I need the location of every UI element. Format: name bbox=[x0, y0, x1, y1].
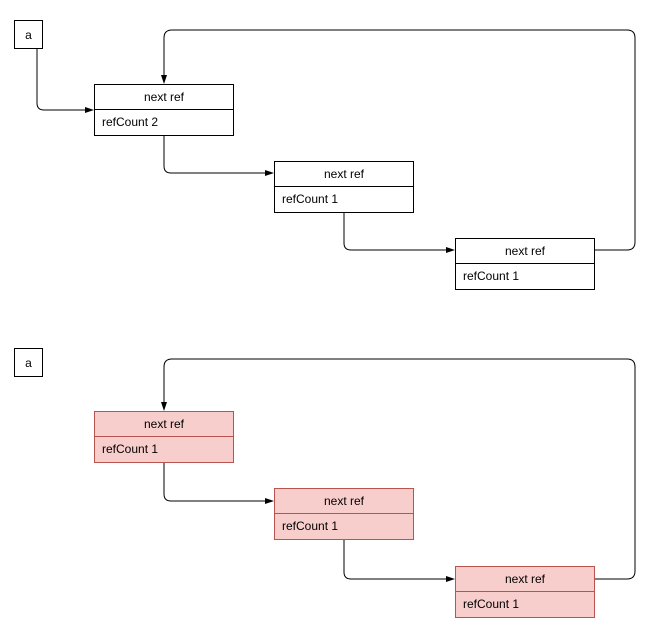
list-node-3-bottom: next ref refCount 1 bbox=[455, 566, 595, 618]
variable-box-a-top: a bbox=[14, 20, 43, 49]
edge-cycle-node3-to-node1-top bbox=[161, 29, 636, 251]
node-refcount-cell: refCount 1 bbox=[274, 514, 414, 540]
edge-node2-to-node3-bottom bbox=[343, 540, 455, 582]
node-refcount-cell: refCount 1 bbox=[455, 592, 595, 618]
list-node-3-top: next ref refCount 1 bbox=[455, 238, 595, 290]
edge-a-to-node1 bbox=[36, 49, 94, 113]
edge-node2-to-node3-top bbox=[343, 213, 455, 253]
node-next-cell: next ref bbox=[455, 238, 595, 264]
node-next-cell: next ref bbox=[94, 84, 234, 110]
variable-box-a-bottom: a bbox=[14, 348, 43, 377]
list-node-1-bottom: next ref refCount 1 bbox=[94, 411, 234, 463]
edge-cycle-node3-to-node1-bottom bbox=[161, 358, 636, 580]
node-refcount-cell: refCount 1 bbox=[94, 437, 234, 463]
node-next-cell: next ref bbox=[274, 161, 414, 187]
node-refcount-cell: refCount 2 bbox=[94, 110, 234, 136]
variable-label: a bbox=[25, 355, 32, 370]
node-refcount-cell: refCount 1 bbox=[274, 187, 414, 213]
list-node-1-top: next ref refCount 2 bbox=[94, 84, 234, 136]
node-next-cell: next ref bbox=[455, 566, 595, 592]
node-refcount-cell: refCount 1 bbox=[455, 264, 595, 290]
node-next-cell: next ref bbox=[94, 411, 234, 437]
variable-label: a bbox=[25, 27, 32, 42]
list-node-2-bottom: next ref refCount 1 bbox=[274, 488, 414, 540]
edge-node1-to-node2-top bbox=[163, 136, 274, 176]
edge-node1-to-node2-bottom bbox=[163, 463, 274, 504]
node-next-cell: next ref bbox=[274, 488, 414, 514]
list-node-2-top: next ref refCount 1 bbox=[274, 161, 414, 213]
